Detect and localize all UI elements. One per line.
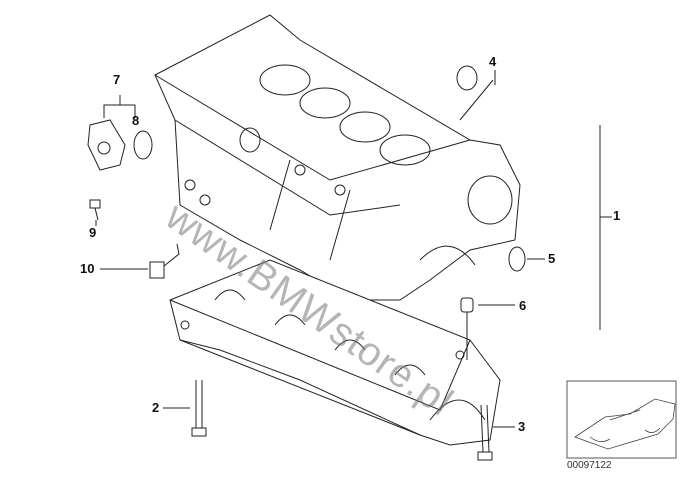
part-ring-5 bbox=[508, 246, 526, 272]
part-sleeve-6 bbox=[460, 297, 474, 313]
vehicle-thumbnail bbox=[566, 380, 677, 459]
callout-2[interactable]: 2 bbox=[152, 400, 160, 415]
part-bolt-3 bbox=[477, 404, 493, 461]
callout-8[interactable]: 8 bbox=[132, 113, 140, 128]
upper-crankcase bbox=[154, 14, 521, 301]
callout-5[interactable]: 5 bbox=[548, 251, 556, 266]
part-sensor-10 bbox=[149, 243, 180, 279]
part-oring-8 bbox=[133, 130, 153, 160]
leader-lines bbox=[95, 70, 612, 428]
part-screw-9 bbox=[89, 199, 101, 221]
callout-3[interactable]: 3 bbox=[518, 419, 526, 434]
callout-6[interactable]: 6 bbox=[519, 298, 527, 313]
part-bolt-2 bbox=[191, 380, 207, 437]
part-plug-4 bbox=[456, 65, 478, 91]
callout-1[interactable]: 1 bbox=[613, 208, 621, 223]
callout-9[interactable]: 9 bbox=[89, 225, 97, 240]
callout-7[interactable]: 7 bbox=[113, 72, 121, 87]
callout-4[interactable]: 4 bbox=[489, 54, 497, 69]
part-cover-7 bbox=[87, 119, 126, 171]
callout-10[interactable]: 10 bbox=[80, 261, 95, 276]
image-code: 00097122 bbox=[567, 460, 612, 471]
lower-bedplate bbox=[169, 259, 501, 446]
